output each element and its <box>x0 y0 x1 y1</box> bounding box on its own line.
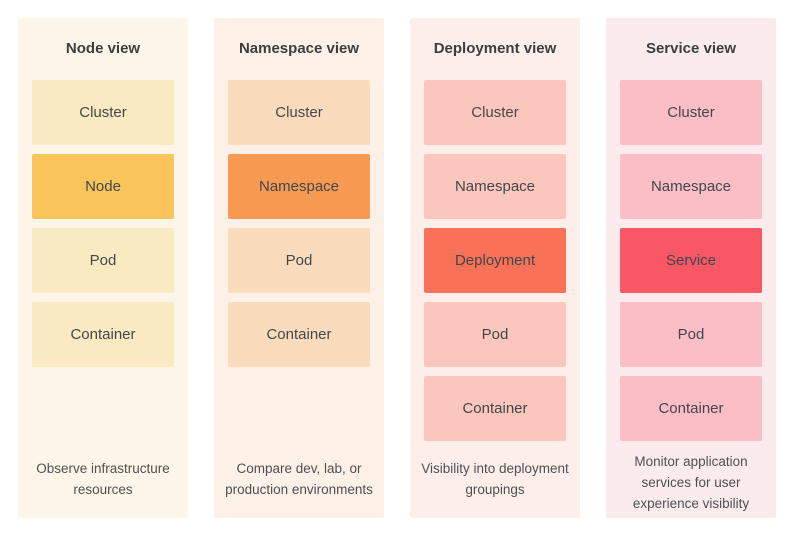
box-container: Container <box>32 302 174 367</box>
box-label: Pod <box>285 252 313 269</box>
box-label: Cluster <box>275 104 323 121</box>
box-namespace: Namespace <box>424 154 566 219</box>
box-pod: Pod <box>424 302 566 367</box>
panel-node-view: Node view Cluster Node Pod Container Obs… <box>18 18 188 518</box>
panel-deployment-view: Deployment view Cluster Namespace Deploy… <box>410 18 580 518</box>
box-pod: Pod <box>620 302 762 367</box>
hierarchy-boxes: Cluster Namespace Service Pod Container <box>620 80 762 441</box>
kubernetes-views-diagram: Node view Cluster Node Pod Container Obs… <box>18 18 776 518</box>
box-label: Pod <box>481 326 509 343</box>
box-label: Namespace <box>258 178 340 195</box>
hierarchy-boxes: Cluster Namespace Deployment Pod Contain… <box>424 80 566 441</box>
box-pod: Pod <box>228 228 370 293</box>
box-label: Pod <box>677 326 705 343</box>
box-label: Namespace <box>454 178 536 195</box>
hierarchy-boxes: Cluster Node Pod Container <box>32 80 174 367</box>
box-container: Container <box>620 376 762 441</box>
panel-caption: Monitor application services for user ex… <box>632 454 750 511</box>
panel-caption: Visibility into deployment groupings <box>421 461 569 497</box>
box-namespace-highlighted: Namespace <box>228 154 370 219</box>
box-cluster: Cluster <box>620 80 762 145</box>
box-label: Pod <box>89 252 117 269</box>
box-node-highlighted: Node <box>32 154 174 219</box>
box-label: Cluster <box>667 104 715 121</box>
box-label: Cluster <box>471 104 519 121</box>
panel-namespace-view: Namespace view Cluster Namespace Pod Con… <box>214 18 384 518</box>
panel-caption: Compare dev, lab, or production environm… <box>225 461 373 497</box>
panel-title: Node view <box>65 40 141 57</box>
box-cluster: Cluster <box>228 80 370 145</box>
panel-service-view: Service view Cluster Namespace Service P… <box>606 18 776 518</box>
box-pod: Pod <box>32 228 174 293</box>
box-label: Deployment <box>454 252 536 269</box>
box-cluster: Cluster <box>32 80 174 145</box>
box-label: Service <box>665 252 717 269</box>
box-service-highlighted: Service <box>620 228 762 293</box>
box-label: Namespace <box>650 178 732 195</box>
hierarchy-boxes: Cluster Namespace Pod Container <box>228 80 370 367</box>
box-label: Node <box>85 178 121 195</box>
box-container: Container <box>424 376 566 441</box>
box-label: Container <box>266 326 332 343</box>
panel-title: Service view <box>645 40 737 57</box>
box-container: Container <box>228 302 370 367</box>
box-label: Cluster <box>79 104 127 121</box>
box-label: Container <box>70 326 136 343</box>
box-deployment-highlighted: Deployment <box>424 228 566 293</box>
panel-title: Deployment view <box>433 40 557 57</box>
box-cluster: Cluster <box>424 80 566 145</box>
box-namespace: Namespace <box>620 154 762 219</box>
panel-caption: Observe infrastructure resources <box>36 461 170 497</box>
panel-title: Namespace view <box>238 40 360 57</box>
box-label: Container <box>462 400 528 417</box>
box-label: Container <box>658 400 724 417</box>
